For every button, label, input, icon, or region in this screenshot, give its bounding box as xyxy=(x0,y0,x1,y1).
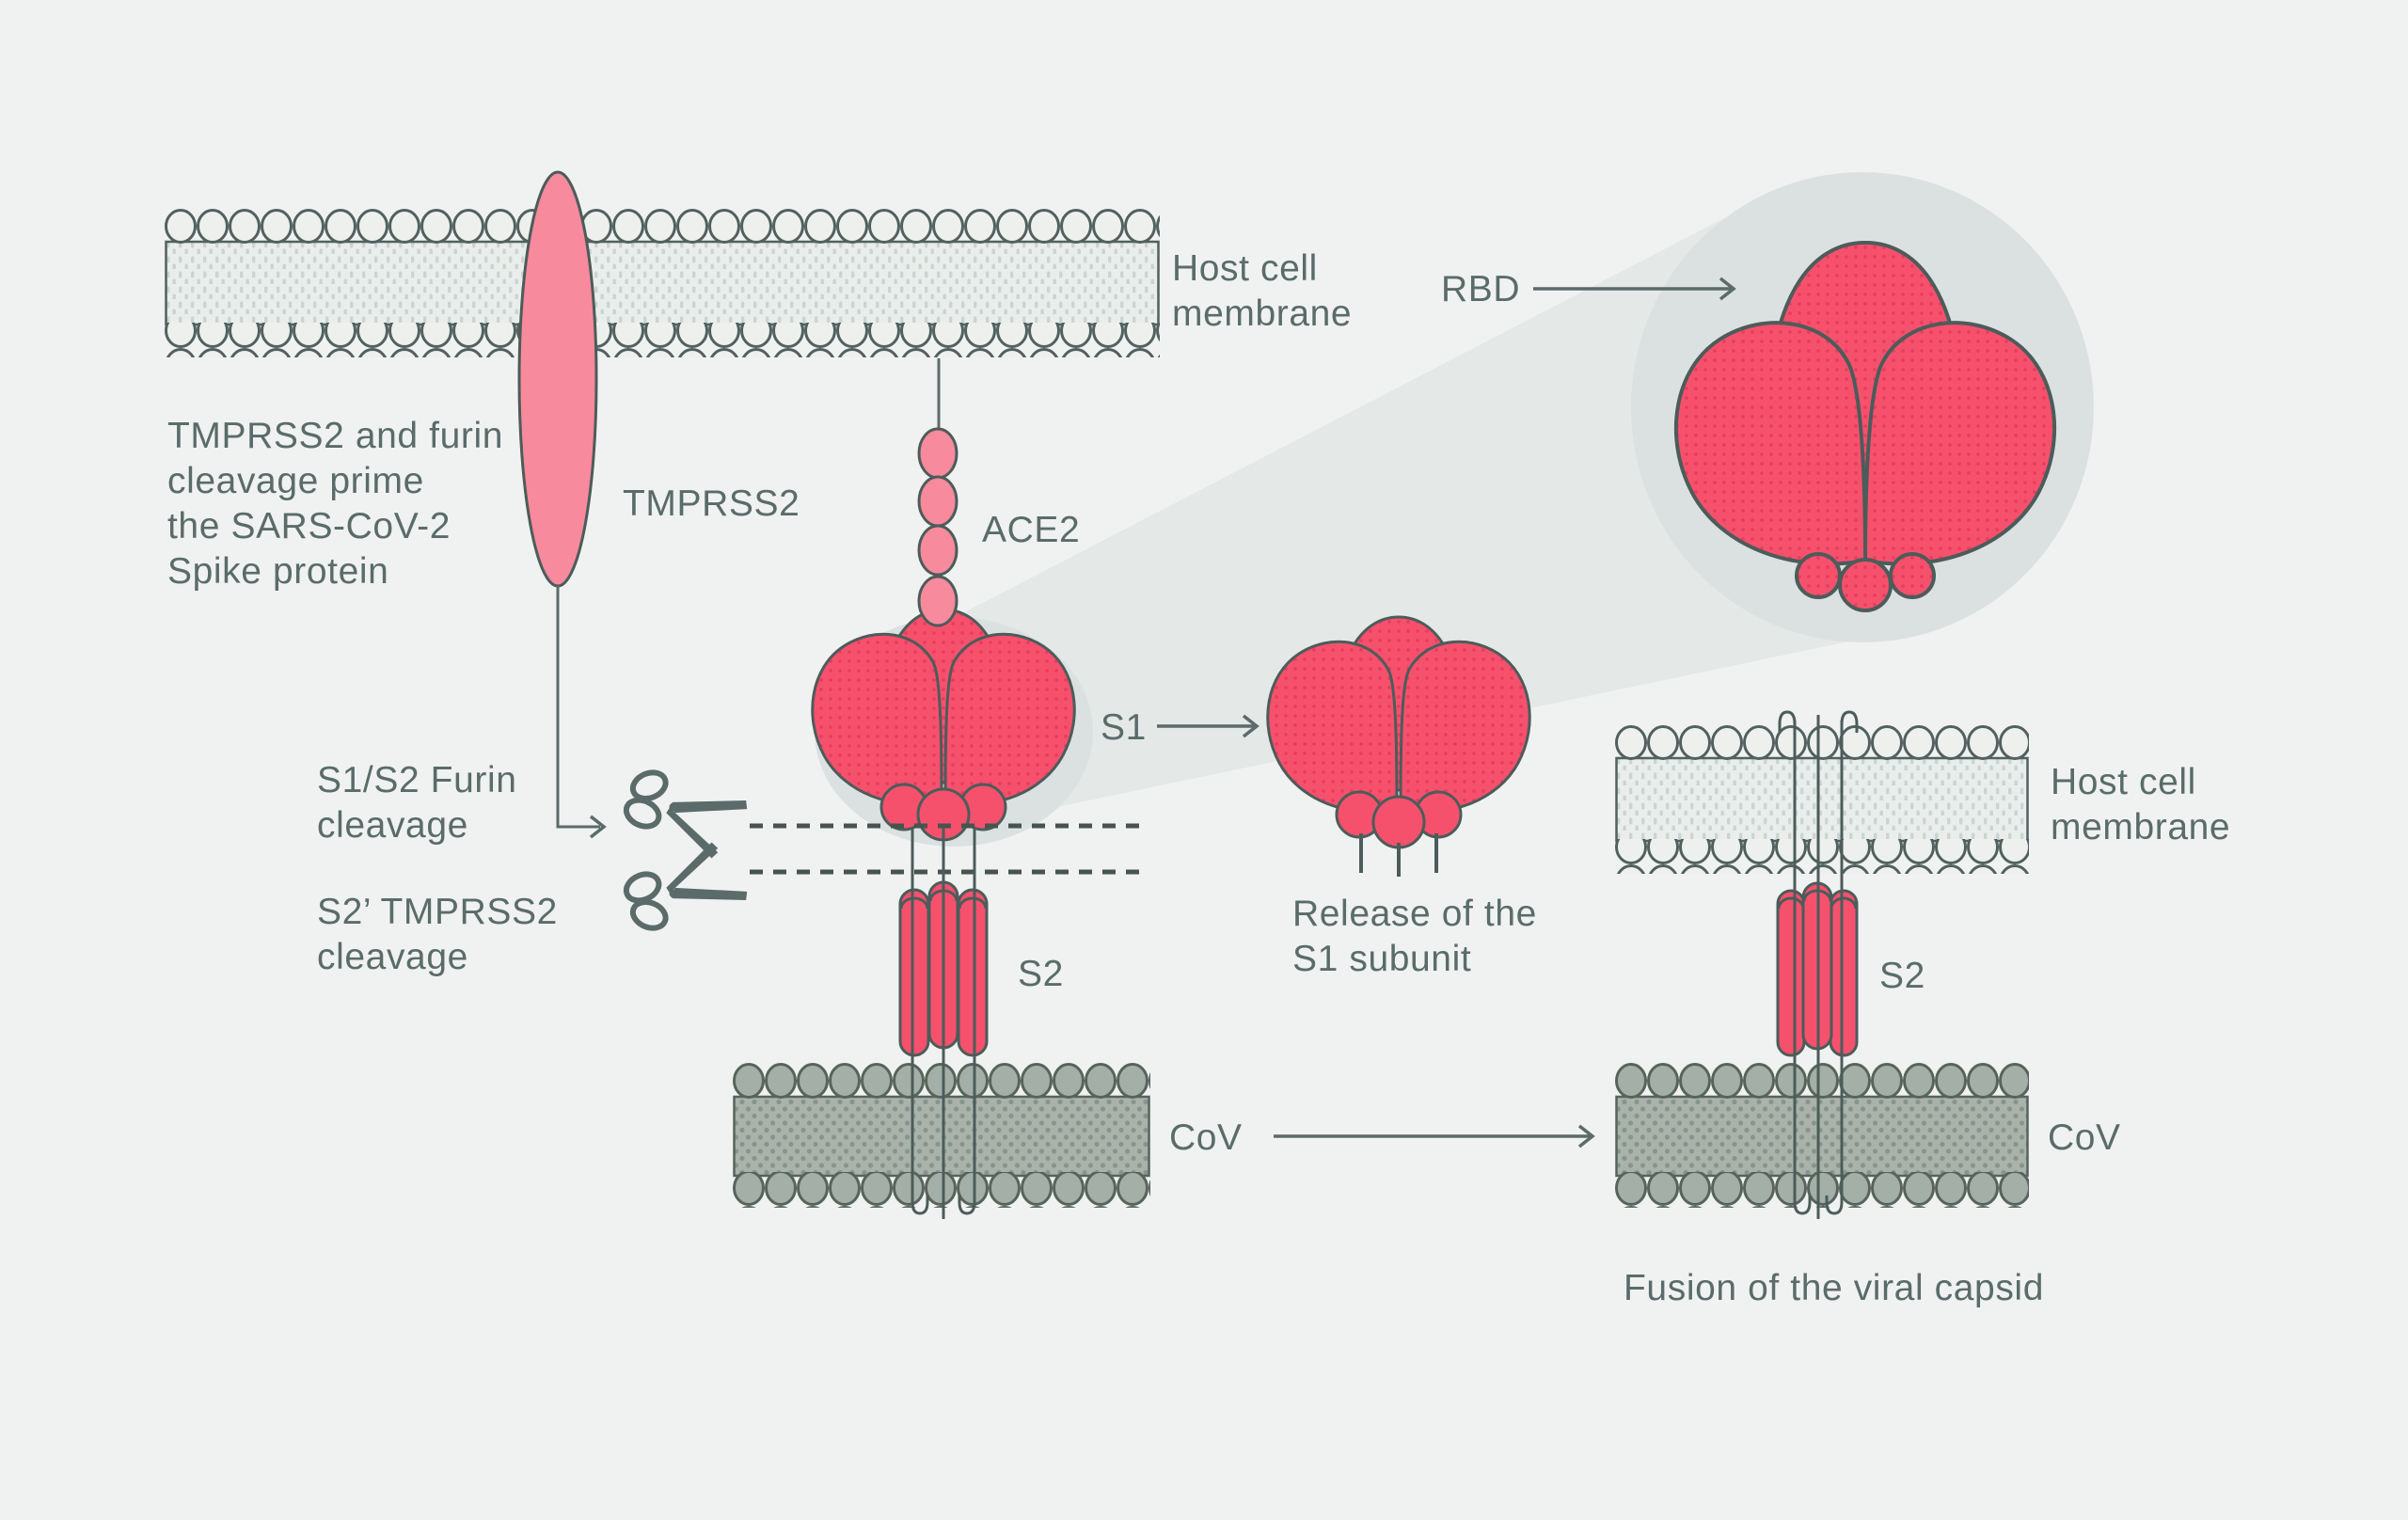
s2-stalks-left xyxy=(898,880,989,1057)
rbd-magnified-spike xyxy=(1673,240,2057,612)
host-cell-membrane-right xyxy=(1615,725,2029,874)
host-membrane-label-left: Host cell membrane xyxy=(1172,248,1353,334)
tmprss2-protein xyxy=(517,170,598,588)
released-s1-stub-lines xyxy=(1359,833,1438,877)
ace2-terminal-bead xyxy=(917,575,958,627)
scissors-icon xyxy=(623,842,748,931)
cov-fusion-arrow xyxy=(1274,1124,1595,1148)
scissors-icon xyxy=(623,769,748,859)
release-s1-label: Release of the S1 subunit xyxy=(1292,894,1537,979)
spike-anchor-lines-left xyxy=(911,828,976,1219)
cleavage-dashed-lines xyxy=(750,823,1146,875)
tmprss2-cleavage-label: S2’ TMPRSS2 cleavage xyxy=(317,892,558,977)
cov-label-right: CoV xyxy=(2048,1117,2121,1158)
tmprss2-elbow-arrow xyxy=(556,586,607,839)
cov-membrane-left xyxy=(733,1063,1150,1208)
magnifier-beam xyxy=(952,209,1862,811)
furin-cleavage-label: S1/S2 Furin cleavage xyxy=(317,760,517,846)
tmprss2-label: TMPRSS2 xyxy=(623,483,800,524)
cov-label-left: CoV xyxy=(1169,1117,1243,1158)
cov-membrane-right xyxy=(1615,1063,2029,1208)
s1-label: S1 xyxy=(1101,707,1147,748)
spike-s1-released xyxy=(1266,615,1531,849)
rbd-arrow xyxy=(1533,277,1736,301)
s1-arrow xyxy=(1157,714,1259,738)
s2-label-left: S2 xyxy=(1018,954,1064,994)
host-cell-membrane-left xyxy=(165,209,1160,357)
fusion-label: Fusion of the viral capsid xyxy=(1624,1268,2044,1308)
ace2-receptor xyxy=(917,358,958,577)
s2-label-right: S2 xyxy=(1879,956,1925,996)
host-membrane-label-right: Host cell membrane xyxy=(2051,762,2231,847)
ace2-label: ACE2 xyxy=(982,510,1081,550)
intro-text: TMPRSS2 and furin cleavage prime the SAR… xyxy=(167,416,504,592)
spike-anchor-lines-right xyxy=(1778,710,1859,1219)
rbd-label: RBD xyxy=(1441,269,1521,309)
